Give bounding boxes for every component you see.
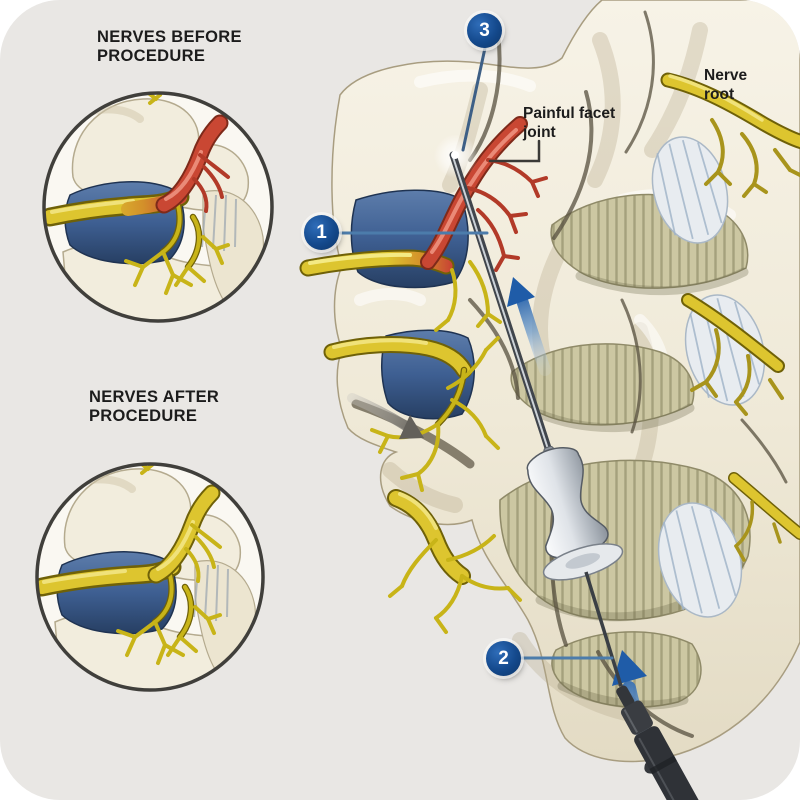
- leader-line-facet: [488, 139, 541, 163]
- nerve-level3: [387, 489, 522, 634]
- callout-1: 1: [304, 215, 339, 250]
- callout-2-number: 2: [498, 647, 509, 669]
- callout-1-number: 1: [316, 221, 327, 243]
- inset-before-ring: [42, 91, 274, 323]
- main-spine-art: [299, 0, 800, 800]
- inset-after-art: [35, 462, 265, 692]
- label-painful-facet-joint: Painful facet joint: [523, 105, 616, 142]
- electrode-handle: [616, 685, 701, 800]
- needle-instrument: [434, 134, 701, 800]
- label-nerve-root: Nerve root: [704, 67, 748, 104]
- electrode-wire: [584, 571, 623, 687]
- label-nerves-after: NERVES AFTER PROCEDURE: [89, 388, 220, 426]
- nerve-level2: [323, 336, 500, 492]
- inset-after-ring: [35, 462, 265, 692]
- callout-3: 3: [467, 13, 502, 48]
- leader-lines: [338, 46, 614, 660]
- needle-hub-handle: [526, 445, 624, 581]
- nerve-roots-right: [660, 72, 800, 562]
- callout-2: 2: [486, 641, 521, 676]
- leader-line-3: [461, 46, 487, 152]
- inset-before-art: [42, 91, 274, 323]
- callout-3-number: 3: [479, 19, 490, 41]
- label-nerves-before: NERVES BEFORE PROCEDURE: [97, 28, 242, 66]
- direction-arrow-up-icon: [507, 277, 551, 376]
- nerve-level1-inflamed: [299, 116, 548, 332]
- facet-gap-arrow-icon: [347, 393, 424, 439]
